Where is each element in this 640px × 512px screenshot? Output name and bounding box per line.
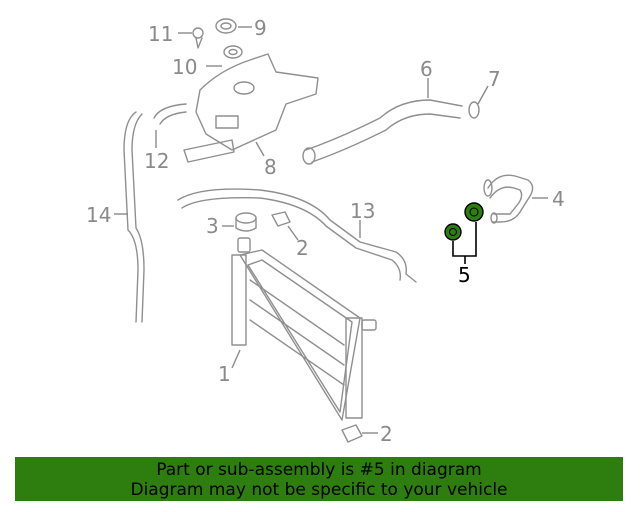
upper-hose[interactable] bbox=[302, 99, 463, 165]
hose-clamp-lower[interactable] bbox=[444, 223, 462, 241]
coolant-reservoir[interactable] bbox=[183, 53, 319, 163]
callout-13[interactable]: 13 bbox=[350, 199, 375, 223]
bracket-lower[interactable] bbox=[341, 424, 363, 443]
lower-hose[interactable] bbox=[483, 174, 534, 224]
leader-2a bbox=[287, 225, 299, 241]
vent-hose[interactable] bbox=[123, 111, 145, 323]
cap-seal[interactable] bbox=[223, 45, 243, 59]
radiator[interactable] bbox=[231, 237, 377, 421]
callout-4[interactable]: 4 bbox=[552, 187, 565, 211]
banner-line-1: Part or sub-assembly is #5 in diagram bbox=[156, 460, 482, 480]
leader-8 bbox=[255, 141, 265, 157]
bracket-upper[interactable] bbox=[271, 211, 291, 227]
callout-12[interactable]: 12 bbox=[144, 149, 169, 173]
parts-diagram: 1 2 2 3 4 5 6 bbox=[86, 16, 565, 446]
banner-line-2: Diagram may not be specific to your vehi… bbox=[130, 480, 508, 500]
callout-5[interactable]: 5 bbox=[458, 263, 471, 287]
info-banner: Part or sub-assembly is #5 in diagram Di… bbox=[15, 457, 623, 501]
callout-8[interactable]: 8 bbox=[264, 155, 277, 179]
reservoir-cap[interactable] bbox=[215, 18, 237, 34]
overflow-hose[interactable] bbox=[153, 103, 187, 125]
callout-11[interactable]: 11 bbox=[148, 22, 173, 46]
callout-1[interactable]: 1 bbox=[218, 362, 231, 386]
callout-7[interactable]: 7 bbox=[488, 67, 501, 91]
upper-hose-clamp[interactable] bbox=[468, 101, 480, 119]
callout-14[interactable]: 14 bbox=[86, 203, 111, 227]
bypass-hose[interactable] bbox=[177, 188, 417, 283]
hose-clamp-upper[interactable] bbox=[464, 202, 484, 222]
callout-9[interactable]: 9 bbox=[254, 16, 267, 40]
callout-10[interactable]: 10 bbox=[172, 55, 197, 79]
level-sensor[interactable] bbox=[192, 27, 204, 49]
leader-1 bbox=[231, 349, 241, 369]
callout-3[interactable]: 3 bbox=[206, 214, 219, 238]
leader-7 bbox=[477, 85, 489, 105]
callout-2a[interactable]: 2 bbox=[296, 236, 309, 260]
callout-6[interactable]: 6 bbox=[420, 57, 433, 81]
callout-2b[interactable]: 2 bbox=[380, 422, 393, 446]
radiator-cap[interactable] bbox=[235, 212, 257, 232]
